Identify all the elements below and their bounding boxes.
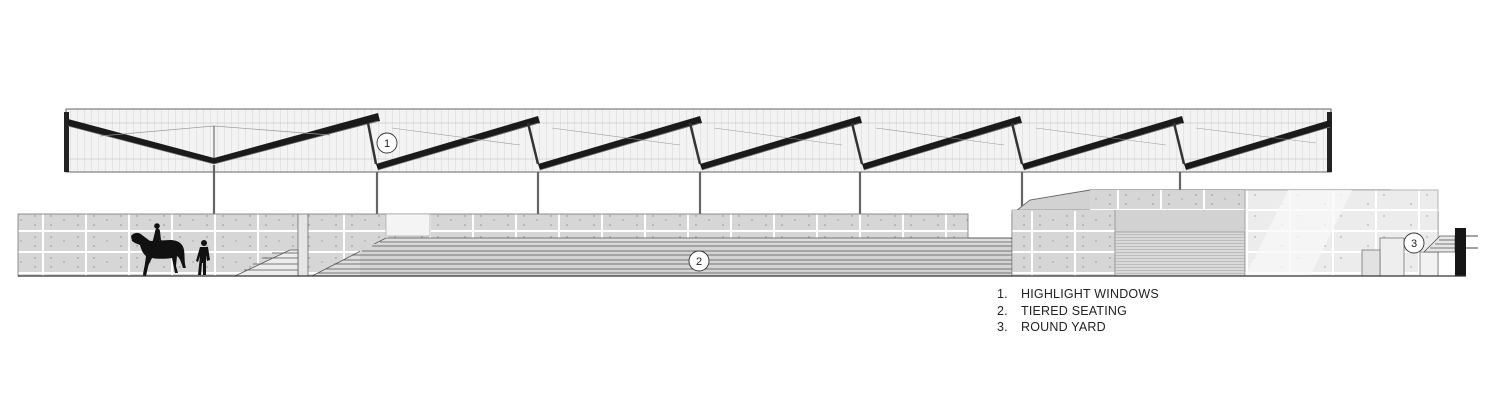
stair-right — [1423, 235, 1456, 253]
round-yard-building — [1011, 189, 1439, 277]
callout-3-label: 3 — [1411, 238, 1417, 250]
callout-1: 1 — [376, 132, 398, 154]
roof-beam — [68, 119, 214, 164]
legend-text: HIGHLIGHT WINDOWS — [1021, 287, 1159, 301]
callout-2-label: 2 — [696, 256, 702, 268]
legend-text: ROUND YARD — [1021, 320, 1106, 334]
horse-and-rider-figure — [131, 223, 186, 276]
sawtooth-bay — [688, 116, 862, 171]
callout-3: 3 — [1403, 232, 1425, 254]
roof-beam — [214, 113, 380, 164]
sawtooth-bay — [366, 116, 540, 171]
legend-item: 2. TIERED SEATING — [997, 303, 1159, 320]
sawtooth-bay — [526, 116, 702, 171]
columns — [212, 165, 1182, 214]
legend-item: 1. HIGHLIGHT WINDOWS — [997, 286, 1159, 303]
boundary-post — [1455, 228, 1478, 276]
callout-2: 2 — [688, 250, 710, 272]
sawtooth-bay — [1010, 116, 1184, 171]
legend-text: TIERED SEATING — [1021, 303, 1128, 318]
roof-trusses — [67, 113, 1331, 171]
stair-left — [234, 249, 299, 277]
legend-item: 3. ROUND YARD — [997, 319, 1159, 336]
callout-1-label: 1 — [384, 138, 390, 150]
person-figure — [196, 240, 210, 275]
sawtooth-bay — [1172, 120, 1331, 171]
legend-number: 3. — [997, 320, 1008, 334]
sawtooth-bay — [850, 116, 1022, 171]
legend-number: 2. — [997, 303, 1008, 318]
legend: 1. HIGHLIGHT WINDOWS 2. TIERED SEATING 3… — [997, 286, 1159, 336]
legend-number: 1. — [997, 287, 1008, 301]
